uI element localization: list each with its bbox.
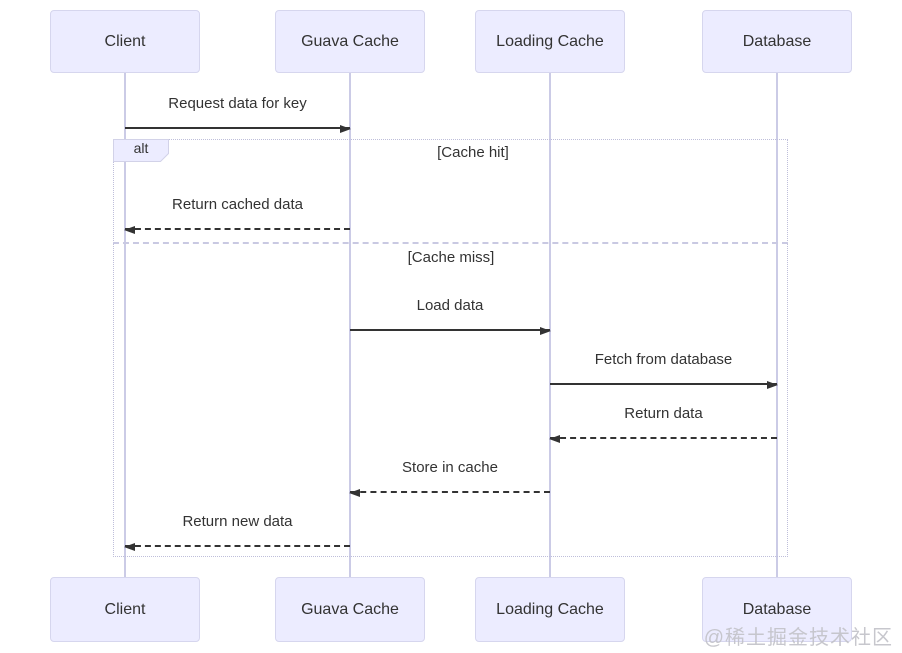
lifeline-loading-cache <box>549 73 551 577</box>
message-arrow-return-cached-data <box>124 226 350 234</box>
message-label-fetch-from-database: Fetch from database <box>594 351 733 368</box>
arrowhead-left-icon <box>349 489 360 497</box>
message-label-store-in-cache: Store in cache <box>402 459 498 476</box>
actor-bottom-guava-cache: Guava Cache <box>275 577 425 642</box>
arrowhead-left-icon <box>549 435 560 443</box>
actor-top-client: Client <box>50 10 200 73</box>
message-label-return-new-data: Return new data <box>182 513 293 530</box>
lifeline-database <box>776 73 778 577</box>
message-arrow-load-data <box>350 327 551 335</box>
message-label-return-data: Return data <box>624 405 703 422</box>
actor-bottom-database: Database <box>702 577 852 642</box>
actor-bottom-loading-cache: Loading Cache <box>475 577 625 642</box>
actor-top-loading-cache: Loading Cache <box>475 10 625 73</box>
actor-label: Loading Cache <box>496 600 604 618</box>
arrowhead-right-icon <box>340 125 351 133</box>
actor-label: Database <box>742 600 812 618</box>
alt-divider-line <box>113 242 788 244</box>
actor-label: Client <box>104 32 146 50</box>
message-arrow-return-new-data <box>124 543 350 551</box>
watermark-text: @稀土掘金技术社区 <box>703 627 893 649</box>
message-label-load-data: Load data <box>416 297 484 314</box>
actor-label: Loading Cache <box>496 32 604 50</box>
message-label-return-cached-data: Return cached data <box>172 196 303 213</box>
arrowhead-right-icon <box>767 381 778 389</box>
actor-bottom-client: Client <box>50 577 200 642</box>
message-arrow-request-data <box>125 125 351 133</box>
message-arrow-fetch-from-database <box>550 381 778 389</box>
actor-label: Guava Cache <box>301 600 399 618</box>
actor-label: Client <box>104 600 146 618</box>
alt-condition-cache-miss: [Cache miss] <box>407 249 495 266</box>
actor-top-database: Database <box>702 10 852 73</box>
message-arrow-return-data <box>549 435 777 443</box>
lifeline-client <box>124 73 126 577</box>
actor-top-guava-cache: Guava Cache <box>275 10 425 73</box>
arrowhead-right-icon <box>540 327 551 335</box>
alt-label-shape <box>113 139 169 162</box>
alt-frame <box>113 139 788 557</box>
alt-condition-cache-hit: [Cache hit] <box>437 144 509 161</box>
arrowhead-left-icon <box>124 226 135 234</box>
actor-label: Guava Cache <box>301 32 399 50</box>
alt-operator-text: alt <box>133 140 149 156</box>
arrowhead-left-icon <box>124 543 135 551</box>
actor-label: Database <box>742 32 812 50</box>
lifeline-guava-cache <box>349 73 351 577</box>
message-arrow-store-in-cache <box>349 489 550 497</box>
message-label-request-data: Request data for key <box>168 95 307 112</box>
alt-operator-label: alt <box>113 139 169 162</box>
